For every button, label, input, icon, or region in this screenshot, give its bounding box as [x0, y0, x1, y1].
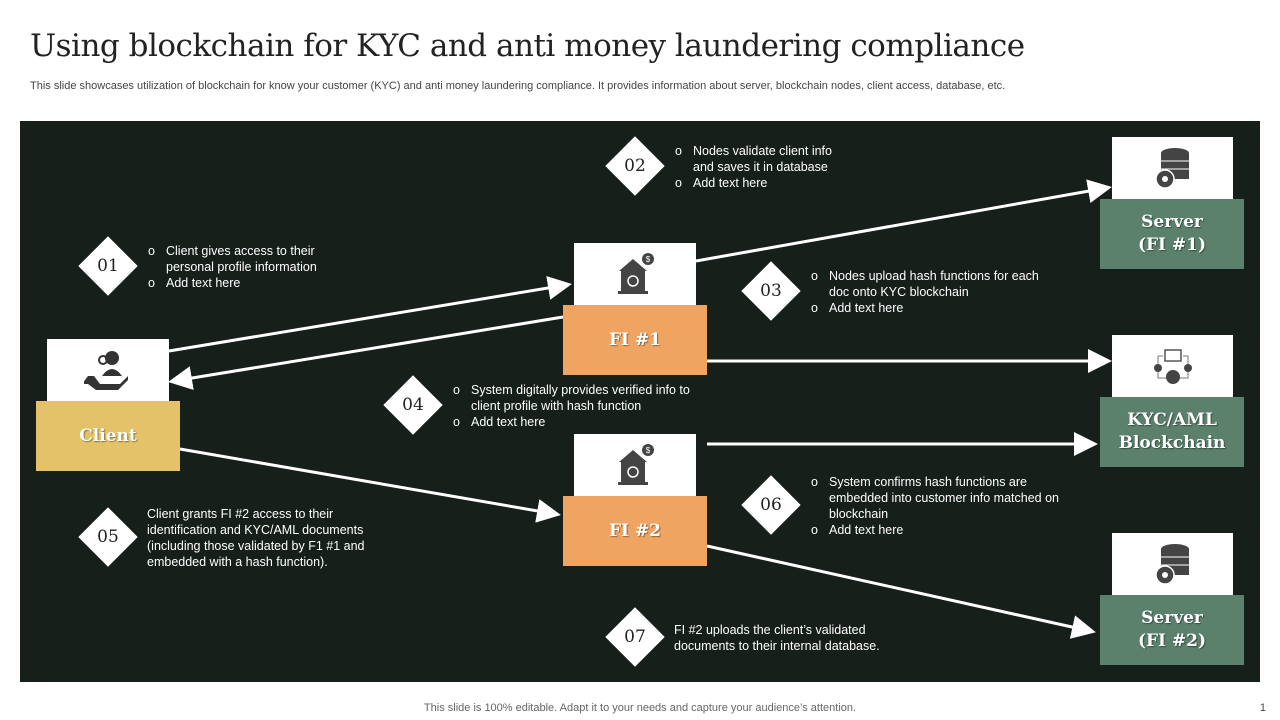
- arrow-fi2-to-server2: [706, 544, 1096, 639]
- step-04-number: 04: [402, 395, 424, 415]
- step-06-text: System confirms hash functions are embed…: [810, 474, 1065, 538]
- bank-icon: $: [618, 253, 654, 294]
- arrow-client-to-fi2: [179, 447, 561, 523]
- step-07-number: 07: [624, 627, 646, 647]
- server1-icon-box: [1112, 137, 1233, 199]
- server2-line1: Server: [1141, 608, 1203, 628]
- step-06-item: Add text here: [810, 522, 1065, 538]
- server1-line2: (FI #1): [1137, 235, 1207, 255]
- step-04-text: System digitally provides verified info …: [452, 382, 712, 430]
- fi1-icon-box: $: [574, 243, 696, 305]
- fi1-node: FI #1: [563, 305, 707, 375]
- step-06-item: System confirms hash functions are embed…: [810, 474, 1065, 522]
- step-04-item: Add text here: [452, 414, 712, 430]
- server2-icon-box: [1112, 533, 1233, 595]
- arrow-client-to-fi1: [168, 276, 572, 353]
- database-gear-icon: [1154, 544, 1189, 585]
- client-node: Client: [36, 401, 180, 471]
- page-title: Using blockchain for KYC and anti money …: [30, 28, 1025, 64]
- step-01-item: Add text here: [147, 275, 332, 291]
- step-01-number: 01: [97, 256, 119, 276]
- step-03-number: 03: [760, 281, 782, 301]
- arrow-fi1-to-server1: [695, 179, 1112, 263]
- step-02-item: Nodes validate client info and saves it …: [674, 143, 849, 175]
- blockchain-icon-box: [1112, 335, 1233, 397]
- step-05-text: Client grants FI #2 access to their iden…: [147, 507, 365, 569]
- step-06-number: 06: [760, 495, 782, 515]
- server1-line1: Server: [1141, 212, 1203, 232]
- step-02-item: Add text here: [674, 175, 849, 191]
- step-07-text: FI #2 uploads the client’s validated doc…: [674, 623, 880, 653]
- server1-node: Server (FI #1): [1100, 199, 1244, 269]
- client-icon-box: [47, 339, 169, 401]
- blockchain-node: KYC/AML Blockchain: [1100, 397, 1244, 467]
- hand-user-gear-icon: [84, 351, 128, 390]
- step-03-item: Nodes upload hash functions for each doc…: [810, 268, 1060, 300]
- svg-text:$: $: [646, 255, 651, 264]
- bank-icon: $: [618, 444, 654, 485]
- svg-text:$: $: [646, 446, 651, 455]
- step-03-text: Nodes upload hash functions for each doc…: [810, 268, 1060, 316]
- step-02-number: 02: [624, 156, 646, 176]
- network-icon: [1153, 349, 1192, 384]
- step-02-text: Nodes validate client info and saves it …: [674, 143, 849, 191]
- page-number: 1: [1259, 702, 1266, 714]
- fi2-node: FI #2: [563, 496, 707, 566]
- step-05-number: 05: [97, 527, 119, 547]
- fi2-icon-box: $: [574, 434, 696, 496]
- step-04-item: System digitally provides verified info …: [452, 382, 712, 414]
- blockchain-line2: Blockchain: [1118, 433, 1226, 453]
- footer-note: This slide is 100% editable. Adapt it to…: [423, 702, 857, 714]
- step-01-text: Client gives access to their personal pr…: [147, 243, 332, 291]
- database-gear-icon: [1154, 148, 1189, 189]
- step-01-item: Client gives access to their personal pr…: [147, 243, 332, 275]
- step-03-item: Add text here: [810, 300, 1060, 316]
- server2-node: Server (FI #2): [1100, 595, 1244, 665]
- page-subtitle: This slide showcases utilization of bloc…: [30, 80, 1006, 92]
- arrow-fi1-to-client: [168, 315, 564, 390]
- blockchain-line1: KYC/AML: [1127, 410, 1217, 430]
- server2-line2: (FI #2): [1137, 631, 1207, 651]
